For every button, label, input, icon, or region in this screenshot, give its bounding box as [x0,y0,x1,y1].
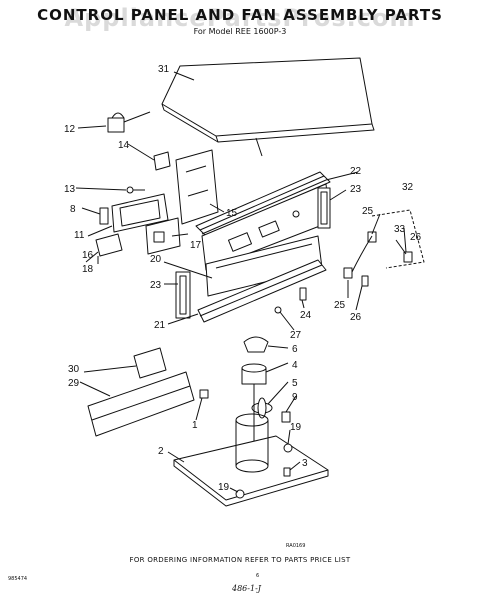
screw-27 [274,306,282,314]
callout-16: 16 [82,250,94,261]
callout-29: 29 [68,378,80,389]
callout-23-left: 23 [150,280,162,291]
small-bracket [153,151,171,171]
lower-trim [197,259,327,323]
callout-19-top: 19 [290,422,302,433]
diagram-code: RA0169 [286,543,306,549]
clip-24 [299,287,307,301]
page-number: 6 [256,573,260,579]
callout-26-bottom: 26 [350,312,362,323]
callout-33: 33 [394,224,406,235]
callout-21: 21 [154,320,166,331]
top-cover-panel [161,57,373,137]
fitting-19a [283,443,293,453]
bracket-30 [133,347,167,379]
callout-5: 5 [292,378,298,389]
callout-22: 22 [350,166,362,177]
shroud-29 [87,371,195,437]
screw-13 [126,186,134,194]
fan-blade-5 [251,397,273,419]
ordering-note: FOR ORDERING INFORMATION REFER TO PARTS … [129,556,351,564]
left-small-bracket [99,207,109,225]
callout-25-bottom: 25 [334,300,346,311]
callout-20: 20 [150,254,162,265]
callout-3: 3 [302,458,308,469]
callout-30: 30 [68,364,80,375]
knob-26b [361,275,369,287]
callout-13: 13 [64,184,76,195]
callout-32: 32 [402,182,414,193]
callout-4: 4 [292,360,298,371]
part-9 [281,411,291,423]
motor-bracket-6 [243,336,269,353]
callout-9: 9 [292,392,298,403]
callout-2: 2 [158,446,164,457]
callout-18: 18 [82,264,94,275]
callout-17: 17 [190,240,202,251]
end-cap-left [175,271,191,319]
callout-31: 31 [158,64,170,75]
knob-25b [343,267,353,279]
page-title: CONTROL PANEL AND FAN ASSEMBLY PARTS [37,6,443,24]
module-17 [145,217,181,255]
handwritten-note: 486-1-J [232,584,261,593]
knob-26 [403,251,413,263]
callout-12: 12 [64,124,76,135]
callout-24: 24 [300,310,312,321]
callout-14: 14 [118,140,130,151]
callout-19-bottom: 19 [218,482,230,493]
part-1 [199,389,209,399]
watermark: AppliancePartsPros.com [64,4,416,32]
callout-1: 1 [192,420,198,431]
relay-component [107,117,125,133]
page-subtitle: For Model REE 1600P-3 [193,27,287,36]
callout-27: 27 [290,330,302,341]
callout-25-top: 25 [362,206,374,217]
callout-15: 15 [226,208,238,219]
switch-16 [95,233,123,257]
part-3 [283,467,291,477]
callout-6: 6 [292,344,298,355]
knob-25 [367,231,377,243]
end-cap-right [317,187,331,229]
control-back-plate [175,149,219,225]
group-32-bracket [371,209,425,269]
callout-8: 8 [70,204,76,215]
callout-23-right: 23 [350,184,362,195]
callout-11: 11 [74,230,85,241]
reference-code: 985474 [8,576,28,582]
callout-26-top: 26 [410,232,422,243]
